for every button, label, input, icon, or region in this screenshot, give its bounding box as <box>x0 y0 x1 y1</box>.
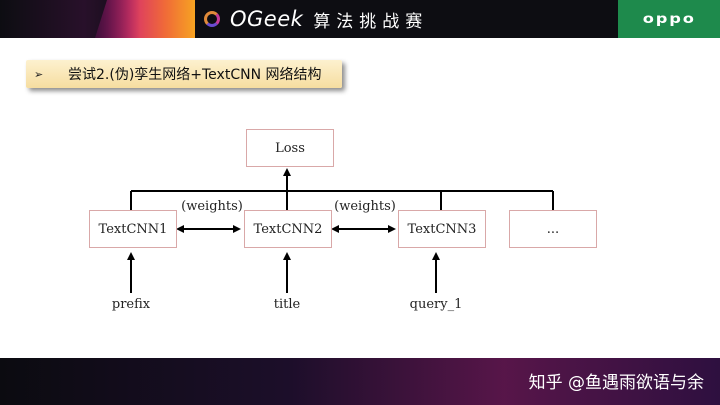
banner-gradient-fade <box>0 0 140 38</box>
input-label-title: title <box>273 297 301 312</box>
textcnn2-node: TextCNN2 <box>244 210 332 248</box>
section-heading: ➢ 尝试2.(伪)孪生网络+TextCNN 网络结构 <box>26 60 342 88</box>
bullet-arrow-icon: ➢ <box>34 68 44 81</box>
ellipsis-node: ... <box>509 210 597 248</box>
shared-weights-label-2: (weights) <box>334 199 396 214</box>
zhihu-watermark: 知乎 @鱼遇雨欲语与余 <box>528 373 704 393</box>
brand-lockup: OGeek 算法挑战赛 <box>204 4 428 34</box>
bottom-gradient <box>0 358 720 405</box>
textcnn3-node: TextCNN3 <box>398 210 486 248</box>
section-heading-text: 尝试2.(伪)孪生网络+TextCNN 网络结构 <box>68 67 322 83</box>
shared-weights-label-1: (weights) <box>181 199 243 214</box>
bottom-banner: 知乎 @鱼遇雨欲语与余 <box>0 358 720 405</box>
loss-node: Loss <box>246 129 334 167</box>
input-label-query: query_1 <box>409 297 463 312</box>
brand-name: OGeek <box>230 7 304 31</box>
textcnn1-node: TextCNN1 <box>89 210 177 248</box>
oppo-logo-badge: oppo <box>618 0 720 38</box>
brand-subtitle: 算法挑战赛 <box>313 11 429 32</box>
ogeek-logo-icon <box>204 11 220 27</box>
top-banner: OGeek 算法挑战赛 oppo <box>0 0 720 38</box>
input-label-prefix: prefix <box>111 297 151 312</box>
oppo-logo: oppo <box>642 11 696 27</box>
